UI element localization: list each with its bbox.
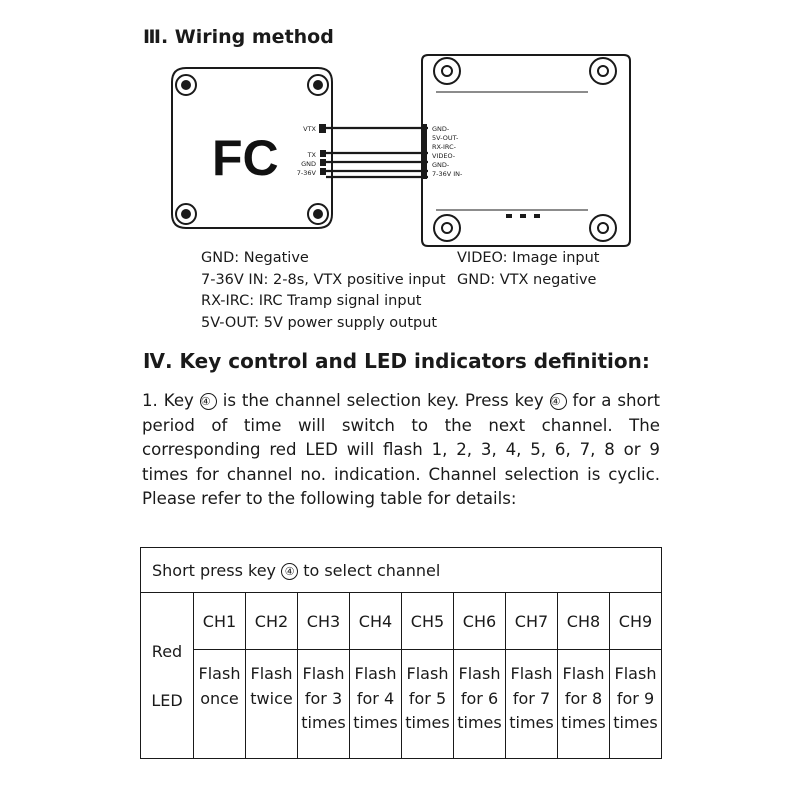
- flash-line: Flash: [406, 664, 449, 683]
- flash-cell: Flash for 9 times: [609, 649, 662, 759]
- vtx-pin-label: GND-: [432, 125, 450, 133]
- vtx-pin-label: RX-IRC-: [432, 143, 457, 151]
- table-caption: Short press key ④ to select channel: [140, 547, 662, 593]
- vtx-pin-label: VIDEO-: [432, 152, 456, 160]
- fc-pin-label: 7-36V: [297, 169, 317, 177]
- vtx-pin-label: 5V-OUT-: [432, 134, 459, 142]
- flash-line: Flash: [510, 664, 553, 683]
- flash-line: for 5: [408, 688, 447, 708]
- pin-description: 5V-OUT: 5V power supply output: [201, 314, 438, 331]
- vtx-connector-strip: [422, 124, 427, 179]
- channel-table: Short press key ④ to select channel Red …: [140, 547, 662, 759]
- channel-header: CH9: [609, 592, 662, 650]
- channel-header: CH8: [557, 592, 610, 650]
- flash-line: for 9: [616, 688, 655, 708]
- wiring-diagram: FC VTX TX GND 7-36V GND-: [171, 54, 631, 247]
- flash-cell: Flash once: [193, 649, 246, 759]
- flash-line: for 7: [512, 688, 551, 708]
- channel-header: CH4: [349, 592, 402, 650]
- paragraph-text: is the channel selection key. Press key: [216, 391, 550, 410]
- pin-description: 7-36V IN: 2-8s, VTX positive input: [201, 271, 446, 288]
- pin-descriptions-right: VIDEO: Image input GND: VTX negative: [457, 248, 600, 291]
- flash-line: Flash: [458, 664, 501, 683]
- flash-line: times: [301, 713, 346, 732]
- flash-cell: Flash for 3 times: [297, 649, 350, 759]
- flash-line: times: [561, 713, 606, 732]
- flash-line: Flash: [562, 664, 605, 683]
- fc-pin-label: TX: [307, 151, 317, 159]
- channel-header: CH5: [401, 592, 454, 650]
- fc-board: [171, 67, 333, 229]
- pin-description: GND: Negative: [201, 250, 309, 266]
- flash-line: for 6: [460, 688, 499, 708]
- channel-header: CH2: [245, 592, 298, 650]
- flash-line: Flash: [614, 664, 657, 683]
- row-label-red: Red: [151, 641, 183, 661]
- flash-line: times: [509, 713, 554, 732]
- key-4-symbol: ④: [549, 393, 567, 410]
- flash-cell: Flash twice: [245, 649, 298, 759]
- pin-description: VIDEO: Image input: [457, 250, 600, 266]
- flash-cell: Flash for 4 times: [349, 649, 402, 759]
- flash-line: times: [353, 713, 398, 732]
- flash-line: for 8: [564, 688, 603, 708]
- channel-header: CH1: [193, 592, 246, 650]
- vtx-module: [421, 54, 631, 247]
- pin-descriptions-left: GND: Negative 7-36V IN: 2-8s, VTX positi…: [201, 248, 446, 334]
- flash-line: times: [457, 713, 502, 732]
- vtx-pin-label: GND-: [432, 161, 450, 169]
- section-4-heading: Ⅳ. Key control and LED indicators defini…: [143, 349, 650, 373]
- fc-label: FC: [212, 130, 279, 186]
- fc-pin-label: GND: [301, 160, 316, 168]
- flash-cell: Flash for 5 times: [401, 649, 454, 759]
- red-led-label: Red LED: [140, 592, 194, 759]
- pin-description: RX-IRC: IRC Tramp signal input: [201, 293, 422, 309]
- channel-header: CH7: [505, 592, 558, 650]
- vtx-bottom-connector: [506, 214, 540, 218]
- flash-line: Flash: [198, 664, 241, 683]
- flash-line: for 4: [356, 688, 395, 708]
- vtx-pin-label: 7-36V IN-: [432, 170, 463, 178]
- flash-line: times: [613, 713, 658, 732]
- key-description-paragraph: 1. Key ④ is the channel selection key. P…: [142, 389, 660, 512]
- pin-description: GND: VTX negative: [457, 271, 597, 288]
- caption-text: to select channel: [298, 560, 441, 580]
- row-label-led: LED: [151, 690, 183, 710]
- channel-header: CH3: [297, 592, 350, 650]
- flash-cell: Flash for 8 times: [557, 649, 610, 759]
- flash-cell: Flash for 6 times: [453, 649, 506, 759]
- flash-line: times: [405, 713, 450, 732]
- key-4-symbol: ④: [199, 393, 217, 410]
- fc-pin-label: VTX: [303, 125, 316, 133]
- flash-cell: Flash for 7 times: [505, 649, 558, 759]
- wires: [326, 126, 428, 179]
- caption-text: Short press key: [152, 560, 282, 580]
- flash-line: twice: [250, 688, 293, 708]
- flash-line: once: [200, 688, 239, 708]
- channel-header: CH6: [453, 592, 506, 650]
- key-4-symbol: ④: [281, 562, 299, 580]
- flash-line: Flash: [354, 664, 397, 683]
- flash-line: Flash: [302, 664, 345, 683]
- flash-line: for 3: [304, 688, 343, 708]
- paragraph-text: 1. Key: [142, 391, 200, 410]
- flash-line: Flash: [250, 664, 293, 683]
- paragraph-text: for a short period of time will switch t…: [142, 391, 661, 508]
- section-3-heading: Ⅲ. Wiring method: [143, 26, 334, 48]
- fc-pin-pads: [319, 124, 326, 175]
